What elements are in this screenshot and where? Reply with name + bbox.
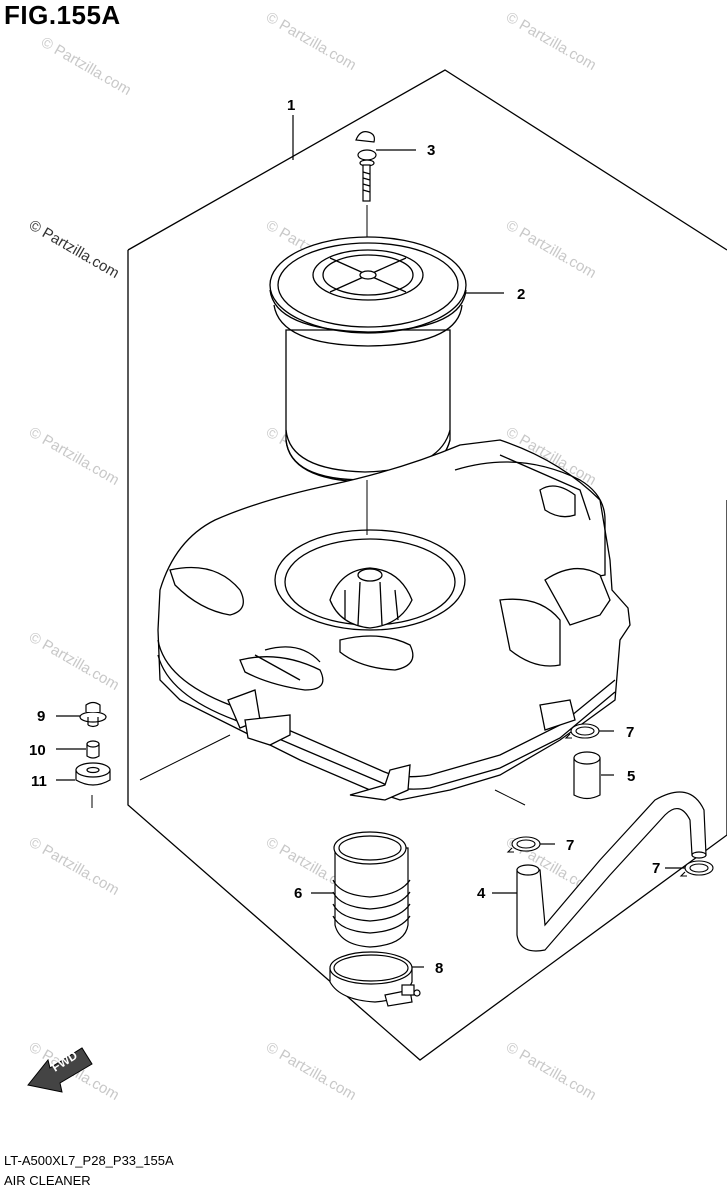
watermark: © Partzilla.com	[503, 9, 599, 74]
callout-7-middle[interactable]: 7	[566, 837, 574, 854]
watermark: © Partzilla.com	[38, 34, 134, 99]
watermark: © Partzilla.com	[26, 217, 122, 282]
watermark: © Partzilla.com	[26, 629, 122, 694]
callout-6[interactable]: 6	[294, 885, 302, 902]
clamp-7-upper-drawing	[564, 723, 600, 739]
drain-hose-4-drawing	[516, 791, 707, 952]
callout-4[interactable]: 4	[477, 885, 486, 902]
callout-7-upper[interactable]: 7	[626, 724, 634, 741]
watermark: © Partzilla.com	[263, 9, 359, 74]
watermark: © Partzilla.com	[26, 424, 122, 489]
assembly-boundary-lower	[127, 250, 727, 1061]
band-clamp-8-drawing	[329, 951, 421, 1007]
collar-10-drawing	[86, 740, 100, 759]
leader-line-grommet	[139, 734, 231, 781]
air-cleaner-case-drawing	[157, 439, 631, 801]
callout-5[interactable]: 5	[627, 768, 635, 785]
figure-code: LT-A500XL7_P28_P33_155A	[4, 1153, 174, 1168]
grommet-11-drawing	[75, 762, 111, 786]
clamp-7-middle-drawing	[506, 836, 541, 853]
callout-11[interactable]: 11	[31, 773, 47, 790]
air-filter-drawing	[269, 236, 467, 483]
callout-10[interactable]: 10	[29, 742, 46, 759]
callout-8[interactable]: 8	[435, 960, 443, 977]
figure-name: AIR CLEANER	[4, 1173, 91, 1188]
watermark: © Partzilla.com	[263, 1039, 359, 1104]
leader-line-boot	[494, 789, 526, 806]
figure-title: FIG.155A	[4, 0, 121, 30]
callout-7-right[interactable]: 7	[652, 860, 660, 877]
watermark: © Partzilla.com	[503, 1039, 599, 1104]
wing-bolt-drawing	[355, 131, 377, 202]
callout-1[interactable]: 1	[287, 97, 295, 114]
watermark: © Partzilla.com	[503, 217, 599, 282]
intake-boot-6-drawing	[332, 831, 411, 948]
short-hose-5-drawing	[573, 751, 601, 800]
callout-2[interactable]: 2	[517, 286, 525, 303]
bolt-9-drawing	[79, 701, 107, 728]
callout-9[interactable]: 9	[37, 708, 45, 725]
clamp-7-right-drawing	[679, 860, 714, 877]
watermark: © Partzilla.com	[26, 834, 122, 899]
callout-3[interactable]: 3	[427, 142, 435, 159]
assembly-boundary	[127, 69, 727, 251]
